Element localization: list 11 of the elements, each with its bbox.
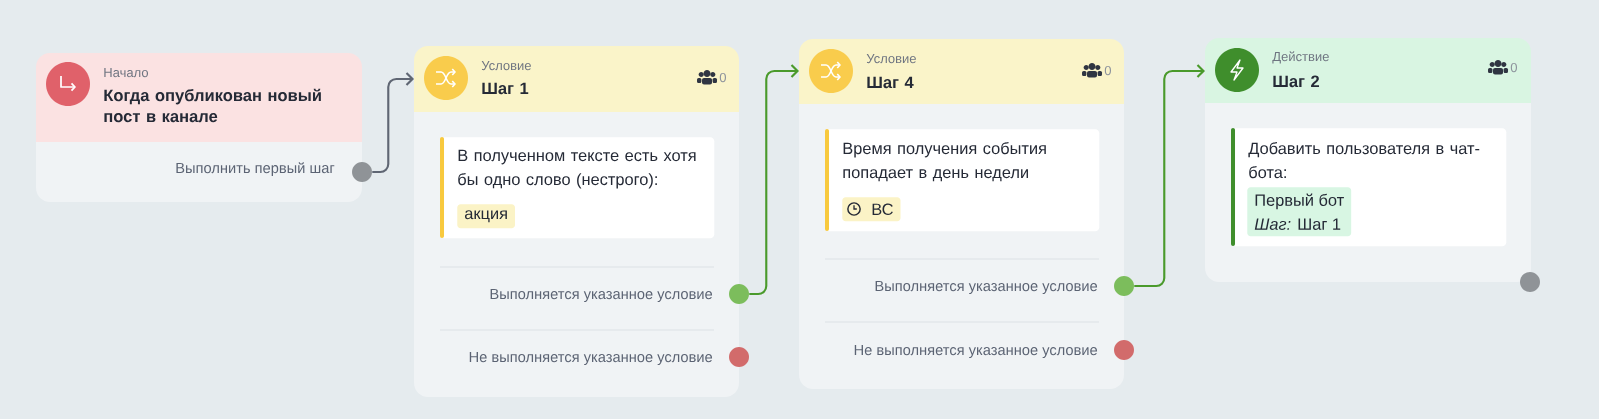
day-tag: ВС [842,197,901,222]
port-dot [1114,340,1134,360]
port-dot [729,284,749,304]
bot-tag: Первый бот Шаг: Шаг 1 [1247,187,1352,237]
step-card: Начало Когда опубликован новый пост в канале Выполнить первый шаг [36,53,362,202]
keyword-tag: акция [457,204,515,229]
port-dot [729,347,749,367]
port-dot [352,162,372,182]
port-dot [1114,276,1134,296]
connector-arrow [1134,64,1205,288]
port-dot [1520,272,1540,292]
